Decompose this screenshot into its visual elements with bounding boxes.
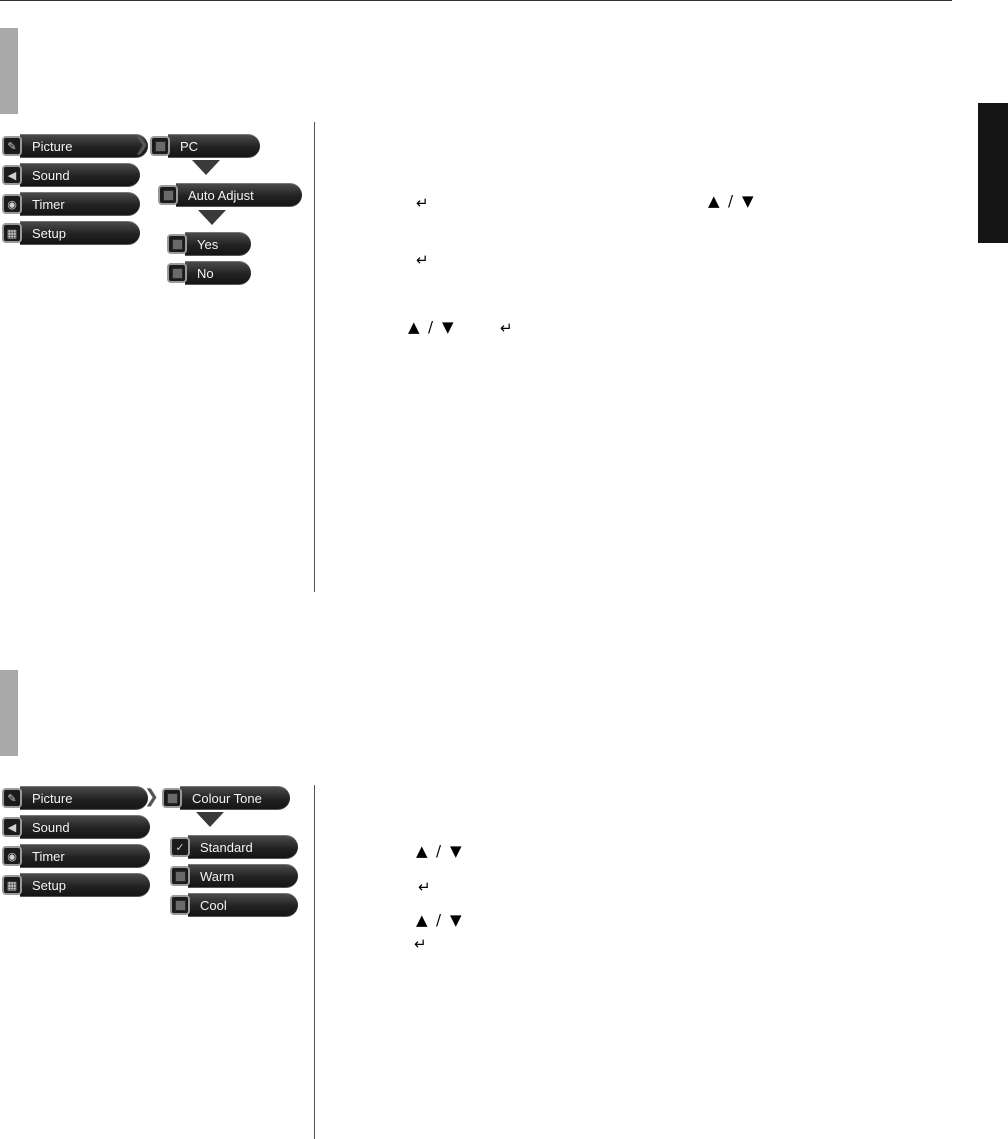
up-arrow-icon: ▲ [416, 842, 428, 860]
checkbox-icon [170, 895, 190, 915]
menu-label: Picture [20, 786, 148, 810]
submenu-pc[interactable]: PC [150, 134, 260, 158]
choice-cool[interactable]: Cool [170, 893, 298, 917]
chevron-right-icon: ❯ [134, 134, 150, 155]
section-bar [0, 670, 18, 756]
enter-icon: ↵ [418, 878, 431, 896]
clock-icon: ◉ [2, 846, 22, 866]
choice-no[interactable]: No [167, 261, 251, 285]
choice-label: Warm [188, 864, 298, 888]
slash-symbol: / [436, 911, 442, 929]
section-bar [0, 28, 18, 114]
top-rule [0, 0, 952, 1]
submenu-label: PC [168, 134, 260, 158]
menu-label: Sound [20, 163, 140, 187]
menu-item-setup[interactable]: ▦ Setup [2, 873, 150, 897]
setup-icon: ▦ [2, 223, 22, 243]
choice-label: Cool [188, 893, 298, 917]
down-arrow-icon [198, 210, 226, 225]
up-arrow-icon: ▲ [416, 911, 428, 929]
menu-item-sound[interactable]: ◀ Sound [2, 163, 140, 187]
slash-symbol: / [428, 318, 434, 336]
clock-icon: ◉ [2, 194, 22, 214]
option-auto-adjust[interactable]: Auto Adjust [158, 183, 302, 207]
speaker-icon: ◀ [2, 817, 22, 837]
down-arrow-icon: ▼ [742, 192, 754, 210]
menu-item-picture[interactable]: ✎ Picture [2, 786, 148, 810]
menu-item-timer[interactable]: ◉ Timer [2, 844, 150, 868]
menu-label: Setup [20, 221, 140, 245]
chevron-right-icon: ❯ [144, 786, 160, 807]
setup-icon: ▦ [2, 875, 22, 895]
slash-symbol: / [436, 842, 442, 860]
menu-label: Sound [20, 815, 150, 839]
choice-warm[interactable]: Warm [170, 864, 298, 888]
slash-symbol: / [728, 192, 734, 210]
menu-item-sound[interactable]: ◀ Sound [2, 815, 150, 839]
choice-label: No [185, 261, 251, 285]
square-icon [162, 788, 182, 808]
picture-icon: ✎ [2, 788, 22, 808]
square-icon [150, 136, 170, 156]
picture-icon: ✎ [2, 136, 22, 156]
choice-label: Standard [188, 835, 298, 859]
menu-item-setup[interactable]: ▦ Setup [2, 221, 140, 245]
down-arrow-icon: ▼ [450, 911, 462, 929]
choice-label: Yes [185, 232, 251, 256]
down-arrow-icon: ▼ [442, 318, 454, 336]
divider [314, 122, 315, 592]
enter-icon: ↵ [416, 251, 429, 269]
submenu-label: Colour Tone [180, 786, 290, 810]
enter-icon: ↵ [414, 935, 427, 953]
menu-label: Setup [20, 873, 150, 897]
checkbox-icon [170, 866, 190, 886]
menu-item-picture[interactable]: ✎ Picture [2, 134, 148, 158]
menu-item-timer[interactable]: ◉ Timer [2, 192, 140, 216]
enter-icon: ↵ [500, 319, 513, 337]
checkmark-icon: ✓ [170, 837, 190, 857]
checkbox-icon [167, 263, 187, 283]
submenu-colour-tone[interactable]: Colour Tone [162, 786, 290, 810]
down-arrow-icon [192, 160, 220, 175]
side-tab [978, 103, 1008, 243]
option-label: Auto Adjust [176, 183, 302, 207]
up-arrow-icon: ▲ [708, 192, 720, 210]
square-icon [158, 185, 178, 205]
choice-standard[interactable]: ✓ Standard [170, 835, 298, 859]
checkbox-icon [167, 234, 187, 254]
down-arrow-icon: ▼ [450, 842, 462, 860]
up-arrow-icon: ▲ [408, 318, 420, 336]
menu-label: Timer [20, 844, 150, 868]
enter-icon: ↵ [416, 194, 429, 212]
divider [314, 785, 315, 1139]
menu-label: Timer [20, 192, 140, 216]
menu-label: Picture [20, 134, 148, 158]
choice-yes[interactable]: Yes [167, 232, 251, 256]
speaker-icon: ◀ [2, 165, 22, 185]
down-arrow-icon [196, 812, 224, 827]
